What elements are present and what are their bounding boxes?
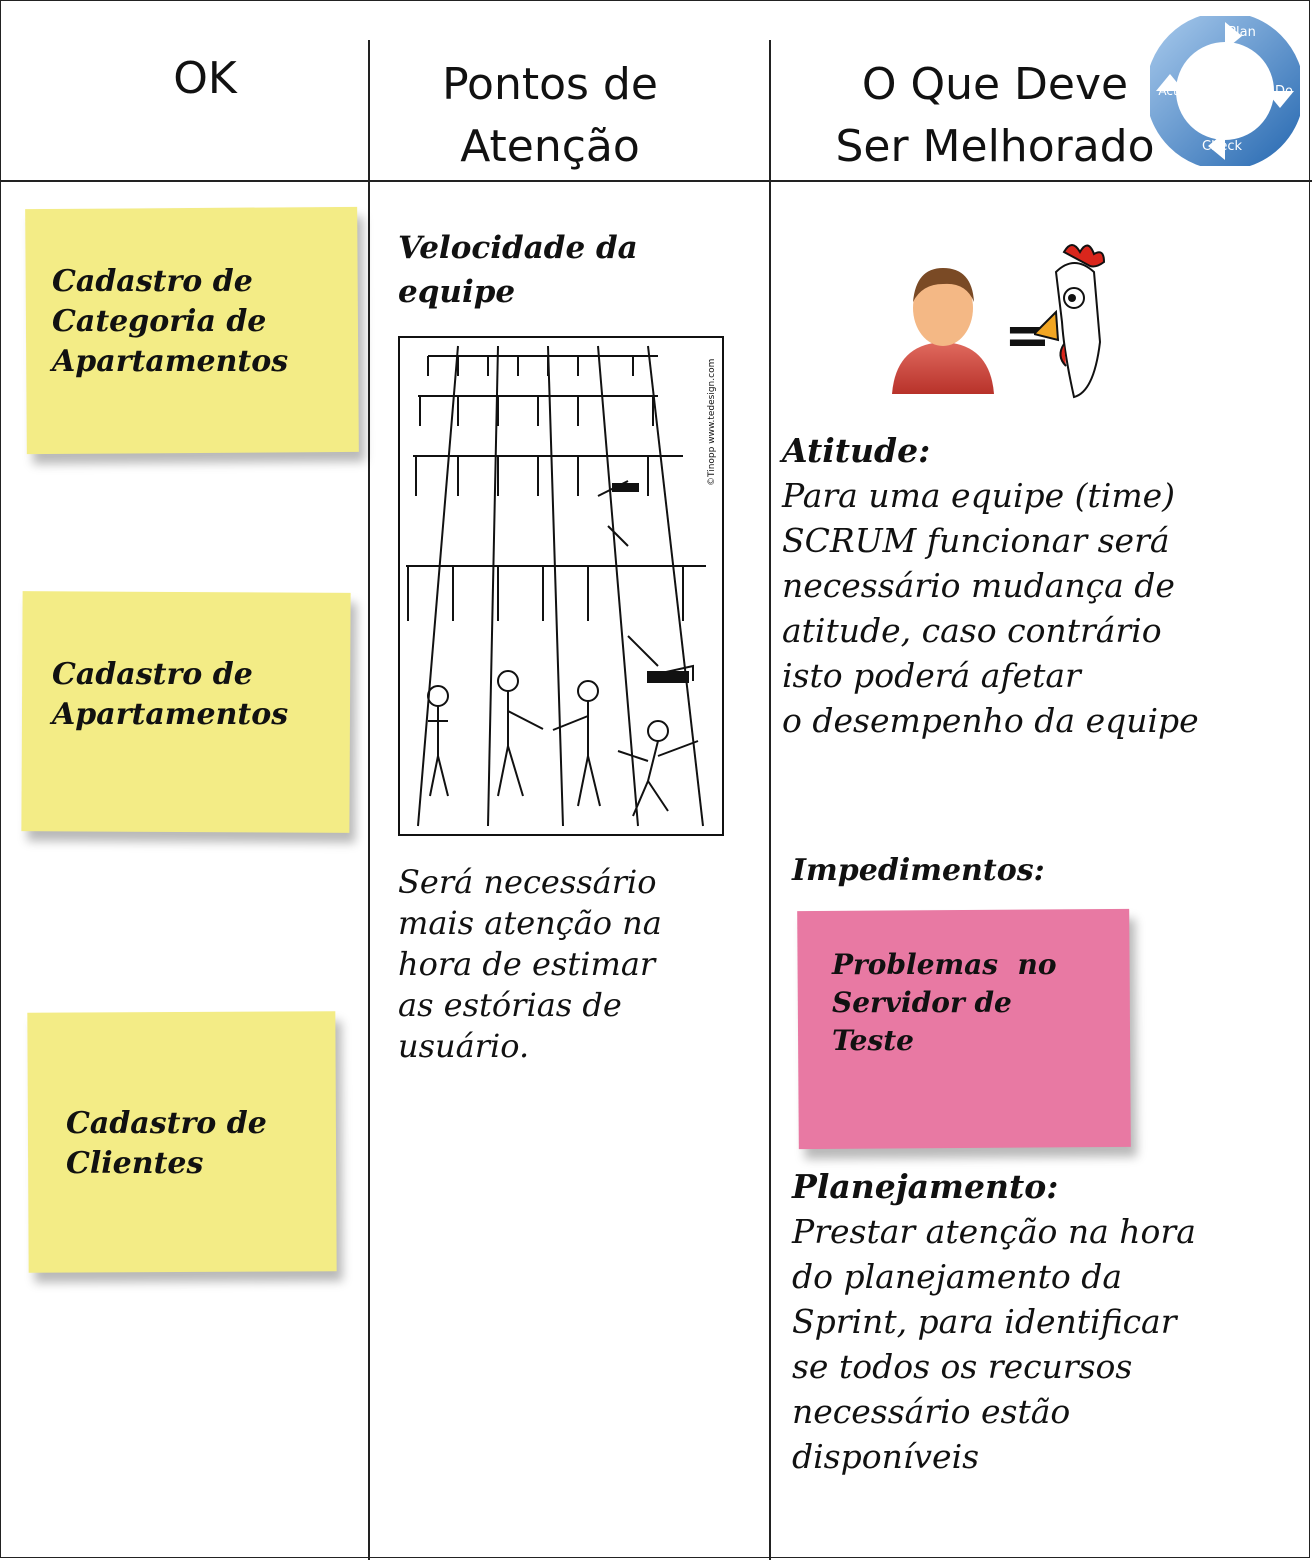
impediments-title: Impedimentos:	[792, 853, 1045, 888]
impediment-note-text: Problemas no Servidor de Teste	[832, 946, 1057, 1060]
attitude-title: Atitude:	[782, 431, 931, 470]
sticky-note-1-line-1: Cadastro de	[52, 264, 253, 299]
speed-title-line-2: equipe	[398, 274, 516, 310]
attitude-text-line-5: isto poderá afetar	[782, 656, 1081, 695]
pdca-plan-label: Plan	[1228, 25, 1256, 40]
header-improve: O Que Deve Ser Melhorado	[820, 54, 1170, 178]
column-divider-1	[368, 40, 370, 1560]
sticky-note-1-text: Cadastro de Categoria de Apartamentos	[52, 262, 288, 382]
sticky-note-3-text: Cadastro de Clientes	[66, 1104, 267, 1184]
planning-text-line-3: Sprint, para identificar	[792, 1302, 1177, 1341]
pdca-check-label: Check	[1202, 139, 1242, 154]
impediment-note-line-1: Problemas no	[832, 948, 1057, 981]
planning-text-line-5: necessário estão	[792, 1392, 1071, 1431]
header-improve-line-1: O Que Deve	[861, 59, 1129, 110]
header-ok: OK	[60, 48, 350, 110]
speed-title-line-1: Velocidade da	[398, 230, 638, 266]
impediment-note-line-2: Servidor de	[832, 986, 1012, 1019]
attitude-text-line-4: atitude, caso contrário	[782, 611, 1162, 650]
sticky-note-2-line-1: Cadastro de	[52, 657, 253, 692]
planning-text-line-6: disponíveis	[792, 1437, 980, 1476]
sticky-note-3-line-2: Clientes	[66, 1146, 204, 1181]
header-attention-line-1: Pontos de	[442, 59, 658, 110]
sticky-note-2-text: Cadastro de Apartamentos	[52, 655, 288, 735]
planning-text-line-4: se todos os recursos	[792, 1347, 1133, 1386]
attention-text-line-2: mais atenção na	[398, 904, 662, 942]
planning-text-line-2: do planejamento da	[792, 1257, 1123, 1296]
attention-text: Será necessário mais atenção na hora de …	[398, 862, 662, 1067]
sticky-note-2-line-2: Apartamentos	[52, 697, 289, 732]
hurdles-cartoon-image: ©Tinopp www.tedesign.com	[398, 336, 724, 836]
sticky-note-1-line-2: Categoria de	[52, 304, 267, 339]
header-attention-line-2: Atenção	[460, 121, 640, 172]
sticky-note-1-line-3: Apartamentos	[52, 344, 289, 379]
chicken-icon	[1034, 244, 1106, 399]
person-avatar-icon	[892, 268, 994, 394]
pdca-cycle-icon: Plan Do Check Act	[1150, 16, 1300, 166]
header-divider	[0, 180, 1312, 182]
planning-title: Planejamento:	[792, 1167, 1059, 1206]
impediment-note-line-3: Teste	[832, 1024, 914, 1057]
column-divider-2	[769, 40, 771, 1560]
attention-text-line-4: as estórias de	[398, 986, 622, 1024]
attention-text-line-1: Será necessário	[398, 863, 657, 901]
attitude-text-line-3: necessário mudança de	[782, 566, 1175, 605]
planning-text-line-1: Prestar atenção na hora	[792, 1212, 1196, 1251]
header-improve-line-2: Ser Melhorado	[835, 121, 1155, 172]
attention-text-line-3: hora de estimar	[398, 945, 656, 983]
cartoon-credit: ©Tinopp www.tedesign.com	[707, 359, 717, 486]
pdca-do-label: Do	[1275, 84, 1293, 99]
attitude-text-line-6: o desempenho da equipe	[782, 701, 1199, 740]
header-attention: Pontos de Atenção	[380, 54, 720, 178]
planning-section: Planejamento: Prestar atenção na hora do…	[792, 1164, 1196, 1479]
header-ok-label: OK	[173, 53, 237, 104]
attitude-text-line-2: SCRUM funcionar será	[782, 521, 1170, 560]
speed-title: Velocidade da equipe	[398, 226, 638, 314]
attitude-section: Atitude: Para uma equipe (time) SCRUM fu…	[782, 428, 1199, 743]
attitude-text-line-1: Para uma equipe (time)	[782, 476, 1176, 515]
sticky-note-3-line-1: Cadastro de	[66, 1106, 267, 1141]
attention-text-line-5: usuário.	[398, 1027, 530, 1065]
pdca-act-label: Act	[1158, 84, 1178, 98]
